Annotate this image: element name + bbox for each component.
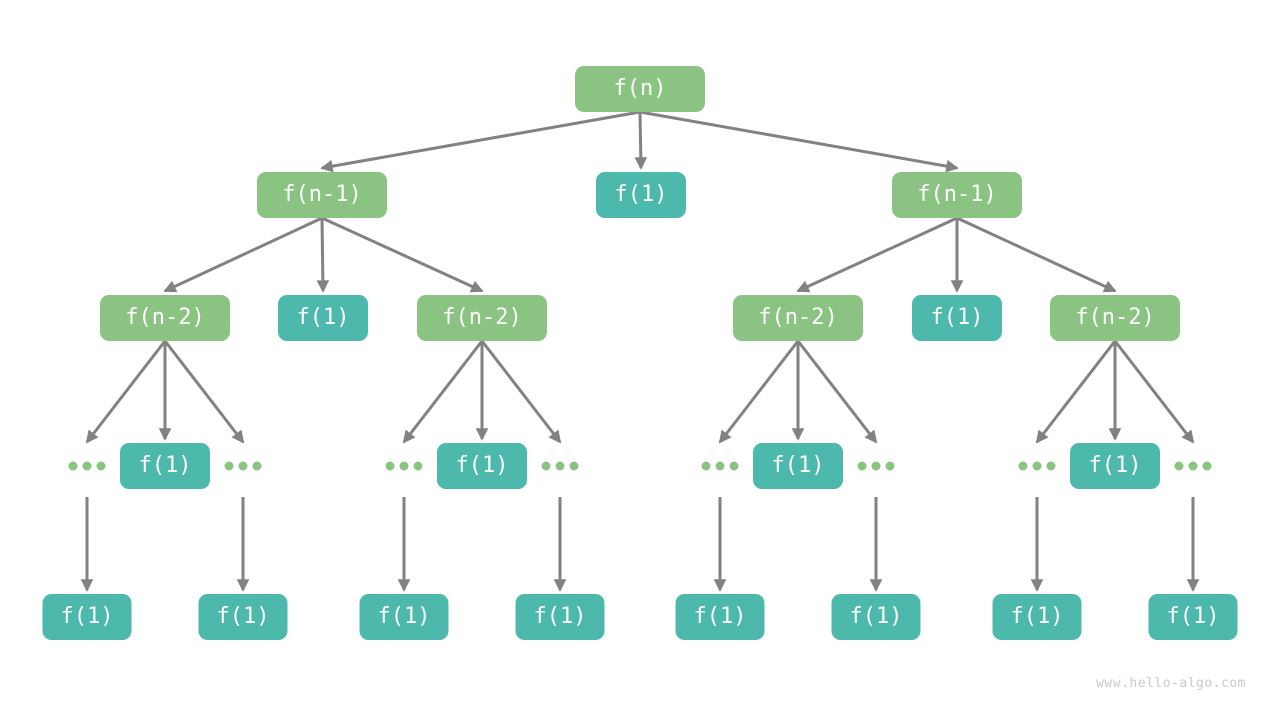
ellipsis-dot-icon <box>729 461 739 471</box>
ellipsis-dot-icon <box>1032 461 1042 471</box>
tree-node-b7: f(1) <box>992 594 1082 640</box>
ellipsis-node <box>68 461 106 471</box>
edge-arrow <box>321 216 484 293</box>
tree-node-fn1L: f(n-1) <box>257 172 387 218</box>
tree-node-b8: f(1) <box>1148 594 1238 640</box>
edge-arrow <box>796 216 958 293</box>
ellipsis-node <box>857 461 895 471</box>
edge-arrow <box>320 110 641 173</box>
ellipsis-node <box>701 461 739 471</box>
edge-arrow <box>634 111 648 170</box>
tree-node-f1B: f(1) <box>912 295 1002 341</box>
tree-node-fn2D: f(n-2) <box>1050 295 1180 341</box>
tree-node-fn2A: f(n-2) <box>100 295 230 341</box>
ellipsis-dot-icon <box>96 461 106 471</box>
tree-node-f1F: f(1) <box>1070 443 1160 489</box>
edge-arrow <box>718 340 800 444</box>
ellipsis-dot-icon <box>569 461 579 471</box>
edge-arrow <box>639 110 959 173</box>
ellipsis-node <box>1174 461 1212 471</box>
ellipsis-node <box>385 461 423 471</box>
edge-arrow <box>480 340 562 444</box>
ellipsis-dot-icon <box>1018 461 1028 471</box>
edge-arrow <box>163 216 323 293</box>
ellipsis-dot-icon <box>715 461 725 471</box>
tree-node-b4: f(1) <box>515 594 605 640</box>
tree-node-b2: f(1) <box>198 594 288 640</box>
ellipsis-dot-icon <box>857 461 867 471</box>
tree-node-f1A: f(1) <box>278 295 368 341</box>
ellipsis-dot-icon <box>413 461 423 471</box>
watermark: www.hello-algo.com <box>1096 676 1246 691</box>
edge-arrow <box>402 340 484 444</box>
ellipsis-dot-icon <box>1046 461 1056 471</box>
edge-arrow <box>796 340 878 444</box>
tree-node-fn: f(n) <box>575 66 705 112</box>
edge-arrow <box>316 217 330 293</box>
ellipsis-dot-icon <box>1188 461 1198 471</box>
ellipsis-dot-icon <box>252 461 262 471</box>
edge-arrow <box>85 340 167 444</box>
ellipsis-node <box>224 461 262 471</box>
tree-node-fn2B: f(n-2) <box>417 295 547 341</box>
edge-arrow <box>956 216 1117 293</box>
tree-node-f1C: f(1) <box>120 443 210 489</box>
ellipsis-dot-icon <box>885 461 895 471</box>
ellipsis-dot-icon <box>1174 461 1184 471</box>
ellipsis-dot-icon <box>701 461 711 471</box>
ellipsis-dot-icon <box>238 461 248 471</box>
ellipsis-dot-icon <box>871 461 881 471</box>
ellipsis-dot-icon <box>224 461 234 471</box>
ellipsis-dot-icon <box>399 461 409 471</box>
ellipsis-dot-icon <box>385 461 395 471</box>
ellipsis-node <box>541 461 579 471</box>
tree-node-f1E: f(1) <box>753 443 843 489</box>
ellipsis-dot-icon <box>68 461 78 471</box>
tree-node-fn2C: f(n-2) <box>733 295 863 341</box>
tree-node-fn1R: f(n-1) <box>892 172 1022 218</box>
ellipsis-dot-icon <box>1202 461 1212 471</box>
tree-node-b1: f(1) <box>42 594 132 640</box>
tree-node-b3: f(1) <box>359 594 449 640</box>
ellipsis-dot-icon <box>555 461 565 471</box>
edge-arrow <box>1035 340 1117 444</box>
ellipsis-node <box>1018 461 1056 471</box>
tree-node-f1T: f(1) <box>596 172 686 218</box>
edge-arrow <box>1113 340 1195 444</box>
ellipsis-dot-icon <box>541 461 551 471</box>
tree-node-b6: f(1) <box>831 594 921 640</box>
ellipsis-dot-icon <box>82 461 92 471</box>
tree-node-f1D: f(1) <box>437 443 527 489</box>
edge-arrow <box>163 340 245 444</box>
edges-group <box>80 110 1200 592</box>
tree-node-b5: f(1) <box>675 594 765 640</box>
